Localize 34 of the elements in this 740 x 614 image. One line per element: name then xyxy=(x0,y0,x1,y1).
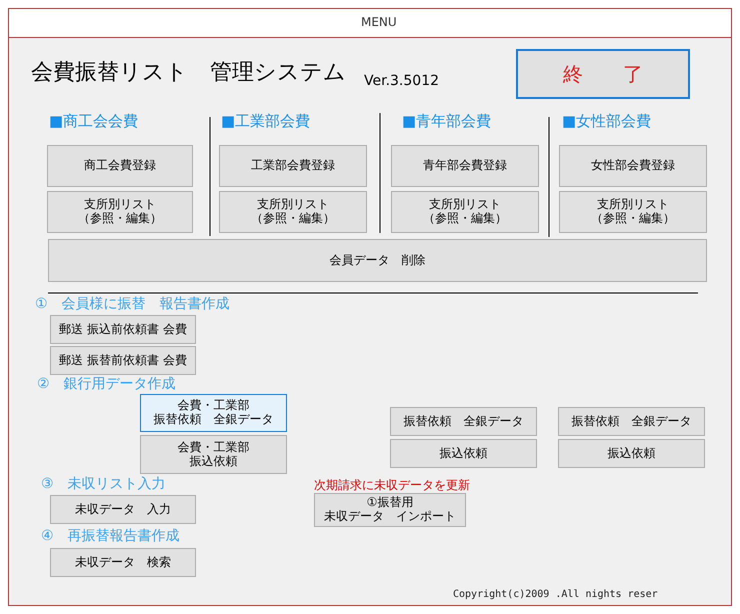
version-label: Ver.3.5012 xyxy=(364,73,440,89)
step-heading: ③ 未収リスト入力 xyxy=(41,475,166,493)
exit-button: 終 了 xyxy=(516,49,690,99)
menu-button: 支所別リスト（参照・編集） xyxy=(559,191,707,233)
menu-button: 振込依頼 xyxy=(390,439,537,468)
menu-button: 商工会費登録 xyxy=(47,145,193,187)
menu-button: 女性部会費登録 xyxy=(559,145,707,187)
copyright-text: Copyright(c)2009 .All nights reser xyxy=(453,589,658,600)
menu-button: 工業部会費登録 xyxy=(219,145,367,187)
menu-title: MENU xyxy=(361,15,397,29)
menu-button: 会費・工業部振込依頼 xyxy=(140,435,287,474)
menu-button: 支所別リスト（参照・編集） xyxy=(47,191,193,233)
note-text: 次期請求に未収データを更新 xyxy=(314,477,470,494)
menu-button: 会費・工業部振替依頼 全銀データ xyxy=(140,394,287,432)
step-heading: ① 会員様に振替 報告書作成 xyxy=(35,295,230,313)
menu-button: 支所別リスト（参照・編集） xyxy=(219,191,367,233)
section-heading: ■女性部会費 xyxy=(562,112,652,131)
menu-button: 振替依頼 全銀データ xyxy=(390,407,537,436)
menu-button: 支所別リスト（参照・編集） xyxy=(391,191,539,233)
menu-button: ①振替用未収データ インポート xyxy=(314,493,466,527)
menu-button: 会員データ 削除 xyxy=(48,239,707,282)
menu-button: 未収データ 検索 xyxy=(50,548,196,577)
menu-button: 振替依頼 全銀データ xyxy=(558,407,705,436)
section-heading: ■青年部会費 xyxy=(402,112,492,131)
step-heading: ② 銀行用データ作成 xyxy=(37,375,176,393)
menu-button: 未収データ 入力 xyxy=(50,495,196,524)
section-heading: ■工業部会費 xyxy=(221,112,310,131)
menu-button: 振込依頼 xyxy=(558,439,705,468)
step-heading: ④ 再振替報告書作成 xyxy=(41,527,180,545)
section-heading: ■商工会会費 xyxy=(49,112,138,131)
app-title: 会費振替リスト 管理システム xyxy=(31,59,346,87)
menu-button: 郵送 振込前依頼書 会費 xyxy=(50,315,196,344)
menu-button: 郵送 振替前依頼書 会費 xyxy=(50,346,196,375)
menu-button: 青年部会費登録 xyxy=(391,145,539,187)
